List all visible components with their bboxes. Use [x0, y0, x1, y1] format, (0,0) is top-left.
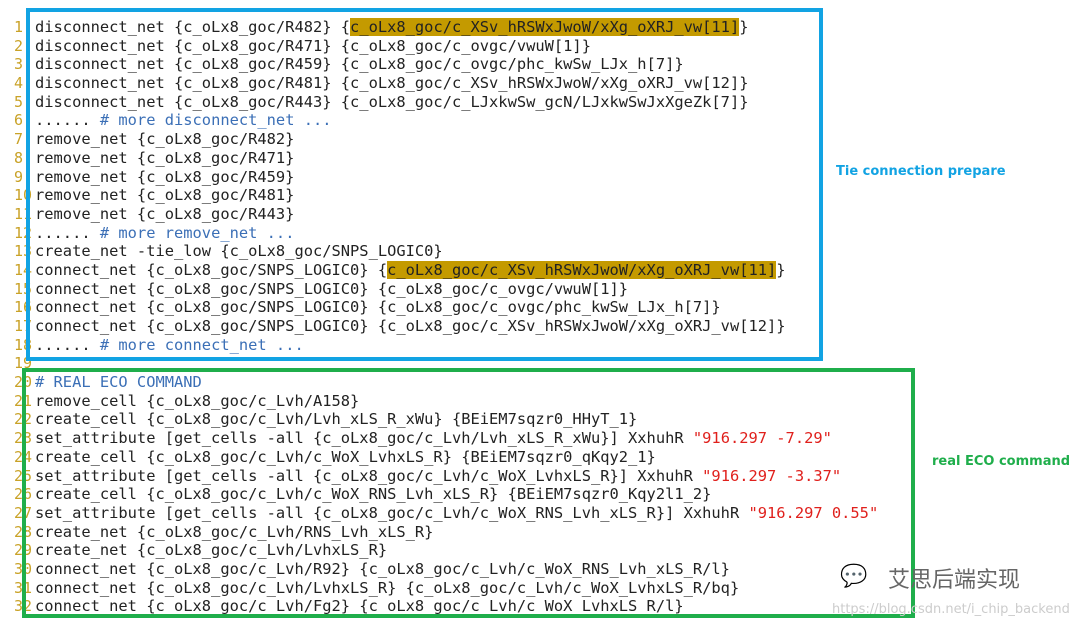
line-number: 10 — [14, 186, 33, 205]
code-text: remove_net {c_oLx8_goc/R481} — [35, 186, 294, 205]
comment-token: # more remove_net ... — [99, 223, 295, 242]
comment-token: # REAL ECO COMMAND — [35, 373, 202, 392]
code-token: create_net {c_oLx8_goc/c_Lvh/RNS_Lvh_xLS… — [35, 522, 434, 541]
code-token: remove_net {c_oLx8_goc/R471} — [35, 148, 295, 167]
code-text: connect_net {c_oLx8_goc/SNPS_LOGIC0} {c_… — [35, 317, 786, 336]
code-text: create_net {c_oLx8_goc/c_Lvh/LvhxLS_R} — [35, 541, 387, 560]
code-token: set_attribute [get_cells -all {c_oLx8_go… — [35, 503, 749, 522]
code-token: connect_net {c_oLx8_goc/c_Lvh/R92} {c_oL… — [35, 559, 730, 578]
string-token: "916.297 -3.37" — [702, 466, 842, 485]
code-text: create_cell {c_oLx8_goc/c_Lvh/Lvh_xLS_R_… — [35, 410, 637, 429]
code-token: create_cell {c_oLx8_goc/c_Lvh/c_WoX_Lvhx… — [35, 447, 656, 466]
code-token: disconnect_net {c_oLx8_goc/R443} {c_oLx8… — [35, 92, 749, 111]
code-token: disconnect_net {c_oLx8_goc/R481} {c_oLx8… — [35, 74, 749, 93]
code-text: remove_net {c_oLx8_goc/R471} — [35, 149, 294, 168]
watermark-title: 艾思后端实现 — [888, 568, 1021, 593]
code-text: connect_net {c_oLx8_goc/SNPS_LOGIC0} {c_… — [35, 298, 721, 317]
code-token: ...... — [35, 111, 100, 130]
code-text: remove_net {c_oLx8_goc/R459} — [35, 168, 294, 187]
string-token: "916.297 0.55" — [748, 503, 879, 522]
line-number: 2 — [14, 36, 24, 55]
code-text: connect_net {c_oLx8_goc/c_Lvh/LvhxLS_R} … — [35, 579, 739, 598]
code-text: connect_net {c_oLx8_goc/SNPS_LOGIC0} {c_… — [35, 280, 628, 299]
line-number: 4 — [14, 74, 24, 93]
line-number: 6 — [14, 111, 24, 130]
code-text: create_cell {c_oLx8_goc/c_Lvh/c_WoX_RNS_… — [35, 485, 711, 504]
code-text: disconnect_net {c_oLx8_goc/R459} {c_oLx8… — [35, 55, 684, 74]
tie-connection-box — [26, 8, 823, 361]
code-token: connect_net {c_oLx8_goc/SNPS_LOGIC0} {c_… — [35, 279, 629, 298]
wechat-icon: 💬 — [840, 564, 868, 589]
code-token: remove_cell {c_oLx8_goc/c_Lvh/A158} — [35, 391, 360, 410]
code-token: connect_net {c_oLx8_goc/c_Lvh/Fg2} {c_oL… — [35, 597, 684, 616]
code-text: create_net -tie_low {c_oLx8_goc/SNPS_LOG… — [35, 242, 443, 261]
code-token: create_net -tie_low {c_oLx8_goc/SNPS_LOG… — [35, 242, 443, 261]
code-text: connect_net {c_oLx8_goc/SNPS_LOGIC0} {c_… — [35, 260, 786, 280]
code-text: disconnect_net {c_oLx8_goc/R471} {c_oLx8… — [35, 37, 591, 56]
code-text: ...... # more connect_net ... — [35, 336, 304, 355]
line-number: 8 — [14, 148, 24, 167]
code-text: set_attribute [get_cells -all {c_oLx8_go… — [35, 504, 878, 523]
code-text: create_cell {c_oLx8_goc/c_Lvh/c_WoX_Lvhx… — [35, 448, 656, 467]
watermark-url: https://blog.csdn.net/i_chip_backend — [832, 602, 1070, 617]
code-token: disconnect_net {c_oLx8_goc/R482} { — [35, 18, 351, 36]
code-token: connect_net {c_oLx8_goc/SNPS_LOGIC0} {c_… — [35, 298, 721, 317]
real-eco-box — [22, 368, 915, 618]
code-text: connect_net {c_oLx8_goc/c_Lvh/R92} {c_oL… — [35, 560, 730, 579]
code-token: connect_net {c_oLx8_goc/SNPS_LOGIC0} {c_… — [35, 317, 786, 335]
code-token: create_cell {c_oLx8_goc/c_Lvh/Lvh_xLS_R_… — [35, 410, 638, 429]
line-number: 17 — [14, 317, 33, 335]
code-token: create_net {c_oLx8_goc/c_Lvh/LvhxLS_R} — [35, 541, 388, 560]
tie-connection-label: Tie connection prepare — [836, 164, 1006, 179]
code-token: remove_net {c_oLx8_goc/R459} — [35, 167, 295, 186]
code-token: set_attribute [get_cells -all {c_oLx8_go… — [35, 466, 703, 485]
line-number: 7 — [14, 130, 24, 149]
highlighted-token: c_oLx8_goc/c_XSv_hRSWxJwoW/xXg_oXRJ_vw[1… — [350, 18, 740, 36]
code-token: set_attribute [get_cells -all {c_oLx8_go… — [35, 429, 693, 448]
highlighted-token: c_oLx8_goc/c_XSv_hRSWxJwoW/xXg_oXRJ_vw[1… — [387, 260, 777, 279]
code-text: # REAL ECO COMMAND — [35, 373, 202, 392]
line-number: 12 — [14, 223, 33, 242]
line-number: 9 — [14, 167, 24, 186]
code-token: disconnect_net {c_oLx8_goc/R471} {c_oLx8… — [35, 36, 591, 55]
code-text: ...... # more disconnect_net ... — [35, 111, 332, 130]
line-number: 18 — [14, 335, 33, 354]
line-number: 11 — [14, 204, 33, 223]
code-token: remove_net {c_oLx8_goc/R481} — [35, 186, 295, 205]
code-token: create_cell {c_oLx8_goc/c_Lvh/c_WoX_RNS_… — [35, 485, 712, 504]
code-text: create_net {c_oLx8_goc/c_Lvh/RNS_Lvh_xLS… — [35, 523, 433, 542]
real-eco-label: real ECO command — [932, 454, 1071, 469]
code-text: set_attribute [get_cells -all {c_oLx8_go… — [35, 429, 832, 448]
code-token: connect_net {c_oLx8_goc/SNPS_LOGIC0} { — [35, 260, 388, 279]
line-number: 14 — [14, 260, 33, 279]
code-text: disconnect_net {c_oLx8_goc/R443} {c_oLx8… — [35, 93, 748, 112]
code-token: ...... — [35, 335, 100, 354]
code-text: connect_net {c_oLx8_goc/c_Lvh/Fg2} {c_oL… — [35, 597, 684, 616]
string-token: "916.297 -7.29" — [692, 429, 832, 448]
code-token: ...... — [35, 223, 100, 242]
code-text: remove_cell {c_oLx8_goc/c_Lvh/A158} — [35, 392, 359, 411]
line-number: 5 — [14, 92, 24, 111]
code-token: remove_net {c_oLx8_goc/R443} — [35, 204, 295, 223]
comment-token: # more disconnect_net ... — [99, 111, 332, 130]
line-number: 1 — [14, 18, 24, 36]
code-text: remove_net {c_oLx8_goc/R482} — [35, 130, 294, 149]
line-number: 16 — [14, 298, 33, 317]
line-number: 15 — [14, 279, 33, 298]
comment-token: # more connect_net ... — [99, 335, 304, 354]
code-token: } — [776, 260, 786, 279]
code-text: ...... # more remove_net ... — [35, 224, 294, 243]
code-text: remove_net {c_oLx8_goc/R443} — [35, 205, 294, 224]
code-token: connect_net {c_oLx8_goc/c_Lvh/LvhxLS_R} … — [35, 578, 740, 597]
code-token: } — [739, 18, 749, 36]
line-number: 13 — [14, 242, 33, 261]
code-text: disconnect_net {c_oLx8_goc/R481} {c_oLx8… — [35, 74, 748, 93]
line-number: 3 — [14, 55, 24, 74]
code-token: disconnect_net {c_oLx8_goc/R459} {c_oLx8… — [35, 55, 684, 74]
code-text: disconnect_net {c_oLx8_goc/R482} {c_oLx8… — [35, 18, 749, 37]
code-text: set_attribute [get_cells -all {c_oLx8_go… — [35, 467, 841, 486]
code-token: remove_net {c_oLx8_goc/R482} — [35, 130, 295, 149]
